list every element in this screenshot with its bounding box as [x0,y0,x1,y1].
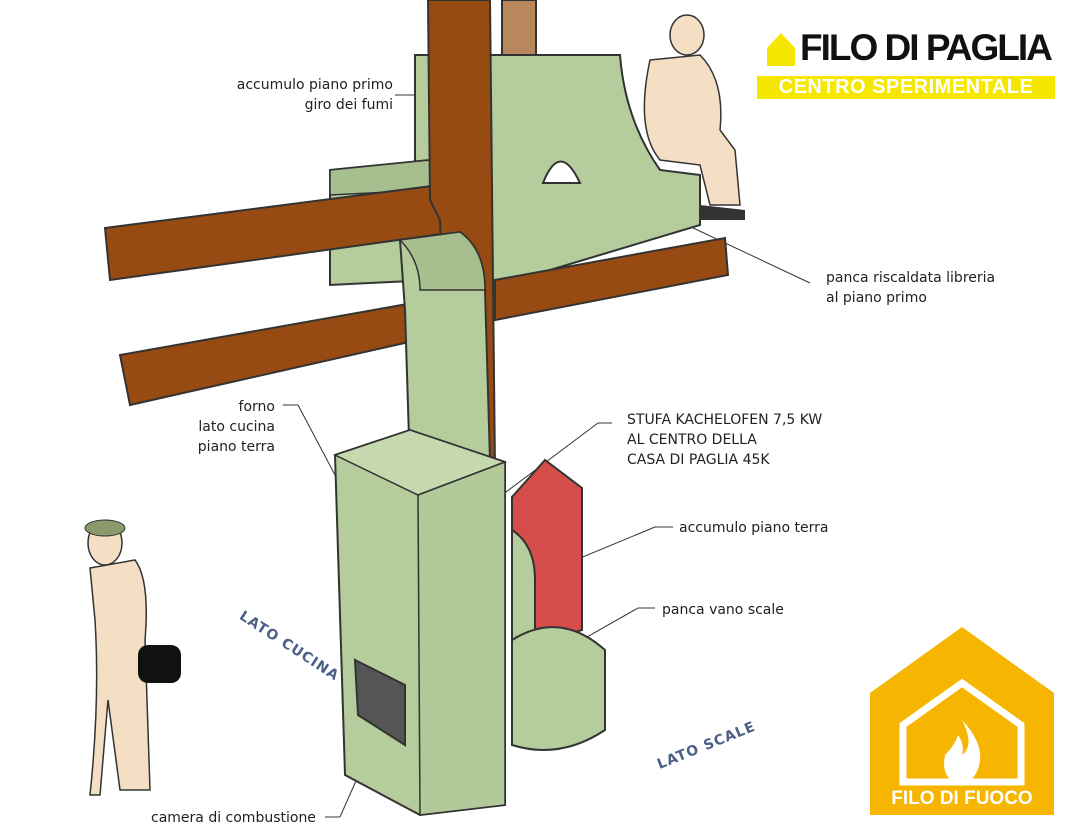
filo-di-fuoco-logo [870,627,1054,815]
stair-bench [511,626,606,751]
person-hat [84,519,126,537]
combustion-door [353,658,406,747]
flame-icon [944,720,981,785]
brand-subtitle: CENTRO SPERIMENTALE [757,76,1055,99]
logo-text: FILO DI FUOCO [891,788,1033,809]
label-panca-libreria: panca riscaldata libreria al piano primo [826,270,996,306]
person-shoe [700,205,745,220]
house-icon [767,33,795,66]
label-forno: forno lato cucina piano terra [197,399,275,455]
label-accumulo-primo: accumulo piano primo giro dei fumi [236,77,393,113]
beam-lower-left [118,298,442,407]
beam-right [494,236,730,322]
label-stufa: STUFA KACHELOFEN 7,5 KW AL CENTRO DELLA … [627,412,823,468]
label-accumulo-terra: accumulo piano terra [679,520,829,536]
flue-pipe [501,0,537,61]
label-panca-scale: panca vano scale [662,602,784,618]
seated-person [643,14,741,206]
label-camera: camera di combustione [151,810,316,826]
handbag [138,645,181,683]
upper-opening [541,160,582,184]
brand-title: FILO DI PAGLIA [800,27,1053,68]
